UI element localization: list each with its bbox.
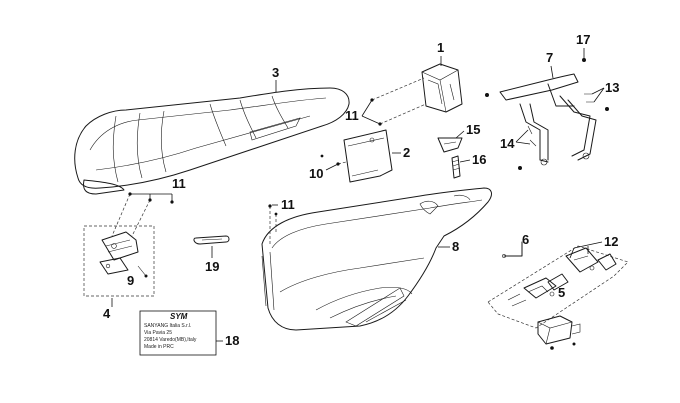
- duct-part: [421, 63, 463, 113]
- label-plate-line: SANYANG Italia S.r.l.: [144, 323, 191, 329]
- fastener-dot: [518, 166, 522, 170]
- callout-14: 14: [500, 125, 537, 151]
- callout-7: 7: [546, 50, 554, 79]
- callout-number: 19: [205, 259, 219, 274]
- callout-number: 8: [452, 239, 459, 254]
- label-plate-part: SYM SANYANG Italia S.r.l. Via Pavia 25 2…: [139, 310, 217, 356]
- callout-number: 3: [272, 65, 279, 80]
- callout-number: 12: [604, 234, 618, 249]
- callout-number: 11: [345, 108, 359, 123]
- callout-number: 17: [576, 32, 590, 47]
- callout-5: 5: [558, 285, 565, 300]
- callout-number: 5: [558, 285, 565, 300]
- label-plate-line: Made in PRC: [144, 344, 174, 350]
- lock-mechanism-group: [487, 245, 629, 329]
- callout-2: 2: [392, 145, 410, 160]
- callout-number: 14: [500, 136, 515, 151]
- callout-11-mid: 11: [268, 197, 295, 244]
- callout-number: 18: [225, 333, 239, 348]
- callout-18: 18: [216, 333, 239, 348]
- callout-4: 4: [103, 298, 113, 321]
- callout-number: 9: [127, 273, 134, 288]
- actuator-part: [537, 315, 581, 350]
- callout-13: 13: [584, 80, 619, 103]
- fastener-dot: [485, 93, 489, 97]
- callout-number: 10: [309, 166, 323, 181]
- callout-6: 6: [522, 232, 529, 247]
- callout-8: 8: [438, 239, 459, 254]
- callout-number: 11: [172, 176, 186, 191]
- fastener-dot: [605, 107, 609, 111]
- clip-part-16: [437, 137, 463, 153]
- callout-1: 1: [437, 40, 444, 66]
- callout-number: 15: [466, 122, 480, 137]
- callout-number: 1: [437, 40, 444, 55]
- callout-11-top: 11: [345, 77, 427, 126]
- callout-9: 9: [127, 273, 134, 288]
- bracket-plate-part: [343, 129, 393, 183]
- callout-17: 16: [459, 152, 486, 167]
- callout-number: 11: [281, 197, 295, 212]
- helmet-box-part: [261, 187, 492, 331]
- seat-part: [74, 87, 350, 195]
- callout-16: 15: [455, 122, 480, 139]
- callout-15: 17: [576, 32, 590, 62]
- screw-part-17: [451, 155, 461, 179]
- callout-number: 16: [472, 152, 486, 167]
- label-plate-line: 20814 Varedo(MB),Italy: [144, 337, 197, 343]
- callout-number: 4: [103, 306, 111, 321]
- callout-3: 3: [272, 65, 279, 92]
- latch-bracket-group: [83, 225, 155, 297]
- callout-19: 19: [205, 246, 219, 274]
- pad-part-19: [193, 235, 230, 245]
- callout-12: 12: [569, 234, 618, 259]
- callout-number: 2: [403, 145, 410, 160]
- callout-11-left: 11: [111, 176, 186, 237]
- rod-part-6: [502, 241, 523, 258]
- callout-number: 7: [546, 50, 553, 65]
- callout-number: 6: [522, 232, 529, 247]
- rear-carrier-part: [499, 73, 597, 166]
- label-plate-brand: SYM: [170, 312, 188, 321]
- label-plate-line: Via Pavia 25: [144, 330, 172, 336]
- callout-10: 10: [309, 154, 347, 181]
- callout-number: 13: [605, 80, 619, 95]
